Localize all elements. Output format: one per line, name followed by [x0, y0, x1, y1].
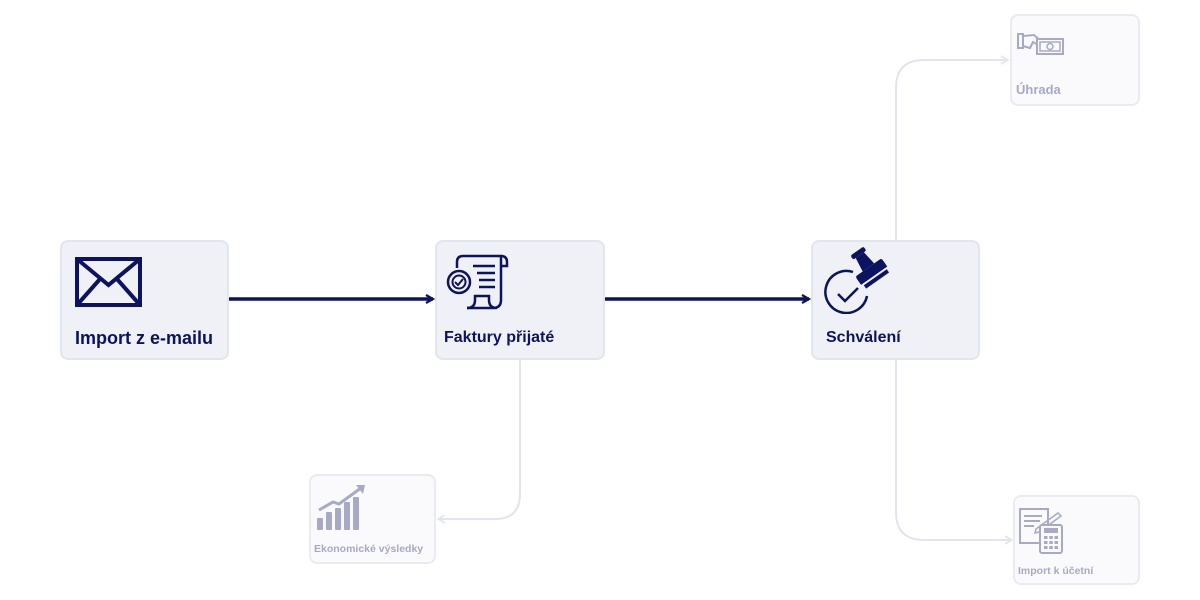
- node-uhrada[interactable]: Úhrada: [1010, 14, 1140, 106]
- node-faktury-prijate[interactable]: Faktury přijaté: [435, 240, 605, 360]
- node-label: Import k účetní: [1018, 565, 1094, 577]
- node-import-k-ucetni[interactable]: Import k účetní: [1013, 495, 1140, 585]
- envelope-icon: [75, 257, 142, 307]
- payment-hand-icon: [1017, 33, 1064, 55]
- connector-schvaleni-to-uhrada: [895, 55, 1010, 240]
- node-import-email[interactable]: Import z e-mailu: [60, 240, 229, 360]
- calculator-document-icon: [1019, 508, 1063, 554]
- node-label: Faktury přijaté: [444, 329, 555, 346]
- node-label: Import z e-mailu: [75, 328, 214, 348]
- bar-chart-growth-icon: [317, 485, 365, 530]
- approval-stamp-icon: [824, 247, 890, 314]
- node-schvaleni[interactable]: Schválení: [811, 240, 980, 360]
- node-label: Úhrada: [1016, 82, 1061, 97]
- invoice-scroll-icon: [446, 254, 509, 310]
- connector-schvaleni-to-import-ucetni: [895, 360, 1014, 545]
- node-ekonomicke-vysledky[interactable]: Ekonomické výsledky: [309, 474, 436, 564]
- node-label: Ekonomické výsledky: [314, 543, 424, 555]
- connector-faktury-to-ekonomicke: [436, 360, 521, 524]
- node-label: Schválení: [826, 329, 901, 346]
